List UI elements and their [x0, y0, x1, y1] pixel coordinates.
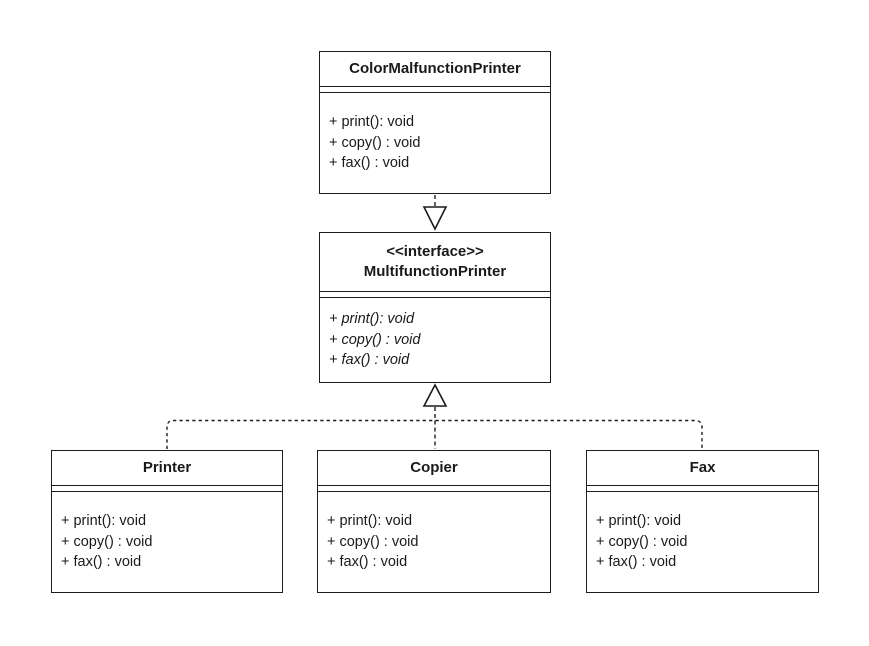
- class-box-multifunctionprinter: <<interface>> MultifunctionPrinter + pri…: [319, 232, 551, 383]
- attributes-compartment: [52, 486, 282, 492]
- class-title-compartment: Copier: [318, 451, 550, 486]
- class-name: Printer: [142, 459, 192, 476]
- class-name: ColorMalfunctionPrinter: [349, 60, 521, 77]
- realization-arrowhead-down-icon: [422, 206, 448, 231]
- attributes-compartment: [320, 87, 550, 93]
- method-label: + fax() : void: [327, 554, 408, 571]
- methods-compartment: + print(): void + copy() : void + fax() …: [587, 492, 818, 592]
- method-label: + print(): void: [329, 114, 415, 131]
- method-label: + print(): void: [61, 513, 147, 530]
- methods-compartment: + print(): void + copy() : void + fax() …: [320, 93, 550, 193]
- class-title-compartment: <<interface>> MultifunctionPrinter: [320, 233, 550, 292]
- method-label: + fax() : void: [329, 155, 410, 172]
- method-label: + print(): void: [329, 311, 415, 328]
- class-title-compartment: Fax: [587, 451, 818, 486]
- class-box-copier: Copier + print(): void + copy() : void +…: [317, 450, 551, 593]
- class-title-compartment: ColorMalfunctionPrinter: [320, 52, 550, 87]
- method-label: + print(): void: [596, 513, 682, 530]
- class-title-compartment: Printer: [52, 451, 282, 486]
- method-label: + copy() : void: [329, 331, 421, 348]
- class-name: Fax: [689, 459, 716, 476]
- method-label: + copy() : void: [61, 533, 153, 550]
- method-label: + copy() : void: [329, 134, 421, 151]
- attributes-compartment: [320, 292, 550, 298]
- methods-compartment: + print(): void + copy() : void + fax() …: [318, 492, 550, 592]
- realization-arrowhead-up-icon: [422, 383, 448, 407]
- method-label: + fax() : void: [61, 554, 142, 571]
- method-label: + copy() : void: [327, 533, 419, 550]
- class-name: Copier: [410, 459, 458, 476]
- attributes-compartment: [318, 486, 550, 492]
- methods-compartment: + print(): void + copy() : void + fax() …: [320, 298, 550, 382]
- methods-compartment: + print(): void + copy() : void + fax() …: [52, 492, 282, 592]
- method-label: + fax() : void: [329, 352, 410, 369]
- method-label: + copy() : void: [596, 533, 688, 550]
- stereotype-label: <<interface>>: [386, 243, 484, 260]
- method-label: + print(): void: [327, 513, 413, 530]
- method-label: + fax() : void: [596, 554, 677, 571]
- class-box-fax: Fax + print(): void + copy() : void + fa…: [586, 450, 819, 593]
- class-box-colormalfunctionprinter: ColorMalfunctionPrinter + print(): void …: [319, 51, 551, 194]
- class-name: MultifunctionPrinter: [363, 263, 507, 280]
- attributes-compartment: [587, 486, 818, 492]
- class-box-printer: Printer + print(): void + copy() : void …: [51, 450, 283, 593]
